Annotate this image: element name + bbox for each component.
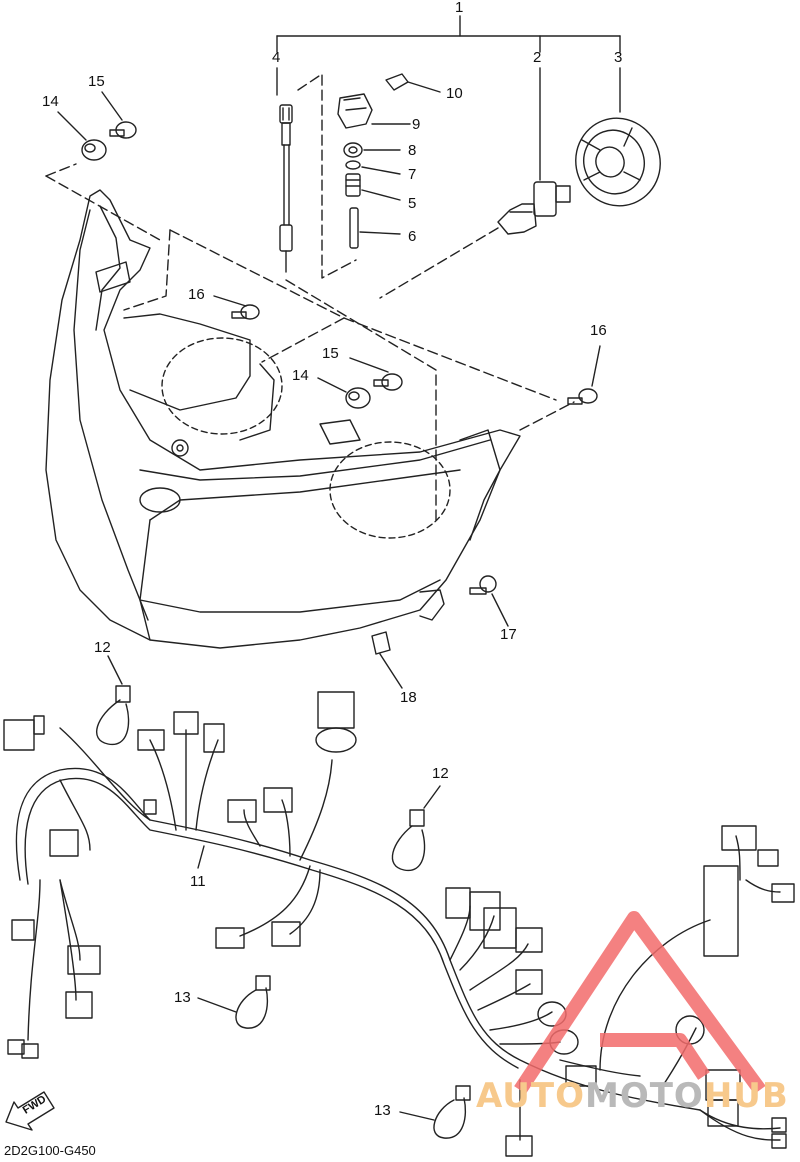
headlight-housing <box>45 189 521 649</box>
callout-3: 3 <box>614 49 623 66</box>
screw-15-upper <box>101 91 137 139</box>
callout-2: 2 <box>533 49 542 66</box>
callout-14-upper: 14 <box>42 93 59 110</box>
clamp-12-upper <box>96 655 131 746</box>
callout-7: 7 <box>408 166 417 183</box>
callout-11: 11 <box>190 873 206 890</box>
clamp-13-lower <box>399 1085 471 1139</box>
callout-10: 10 <box>446 85 463 102</box>
guide-line <box>123 229 171 311</box>
callout-14-mid: 14 <box>292 367 309 384</box>
guide-line <box>379 227 499 299</box>
guide-line <box>45 175 161 241</box>
callout-17: 17 <box>500 626 517 643</box>
grommet-14-upper <box>57 111 107 161</box>
guide-line <box>329 441 451 539</box>
screw-17 <box>469 575 509 627</box>
washer-7 <box>345 160 401 175</box>
callout-13-upper: 13 <box>174 989 191 1006</box>
bulb-socket-cable <box>279 104 293 273</box>
screw-10 <box>385 73 441 93</box>
callout-5: 5 <box>408 195 417 212</box>
nut-8 <box>343 142 401 158</box>
callout-6: 6 <box>408 228 417 245</box>
callout-4: 4 <box>272 49 281 66</box>
leader-11 <box>197 845 205 869</box>
wire-harness-11 <box>3 691 795 1157</box>
clamp-13-upper <box>197 975 271 1029</box>
screw-16-right <box>567 345 601 405</box>
guide-line <box>285 279 437 521</box>
callout-12-upper: 12 <box>94 639 111 656</box>
callout-9: 9 <box>412 116 421 133</box>
clip-nut-18 <box>371 631 403 689</box>
callout-15-mid: 15 <box>322 345 339 362</box>
screw-16-left <box>213 295 260 320</box>
clamp-12-lower <box>391 785 441 872</box>
callout-1: 1 <box>455 0 464 16</box>
bulb-cover-3 <box>575 117 661 207</box>
watermark-part-1: AUTO <box>476 1076 585 1116</box>
fwd-arrow-icon <box>5 1091 55 1131</box>
screw-15-mid <box>349 357 403 391</box>
headlight-bulb-2 <box>497 181 571 235</box>
grommet-14-mid <box>317 377 371 409</box>
callout-15-upper: 15 <box>88 73 105 90</box>
callout-16-right: 16 <box>590 322 607 339</box>
socket-cap-9 <box>337 93 411 129</box>
guide-line <box>169 229 557 401</box>
guide-line <box>45 163 77 177</box>
callout-8: 8 <box>408 142 417 159</box>
watermark-text: AUTOMOTOHUB <box>476 1076 789 1116</box>
holder-5 <box>345 173 401 201</box>
watermark-part-2: MOTO <box>584 1076 704 1116</box>
callout-12-lower: 12 <box>432 765 449 782</box>
callout-16-left: 16 <box>188 286 205 303</box>
guide-line <box>161 337 283 435</box>
pin-6 <box>349 207 401 249</box>
automotohub-logo-icon <box>514 911 766 1095</box>
callout-13-lower: 13 <box>374 1102 391 1119</box>
guide-line <box>519 401 575 431</box>
watermark-part-3: HUB <box>703 1076 789 1116</box>
diagram-code: 2D2G100-G450 <box>4 1143 96 1158</box>
callout-18: 18 <box>400 689 417 706</box>
guide-line <box>261 317 345 363</box>
guide-line <box>297 73 357 279</box>
assembly-bracket-1 <box>276 15 621 181</box>
